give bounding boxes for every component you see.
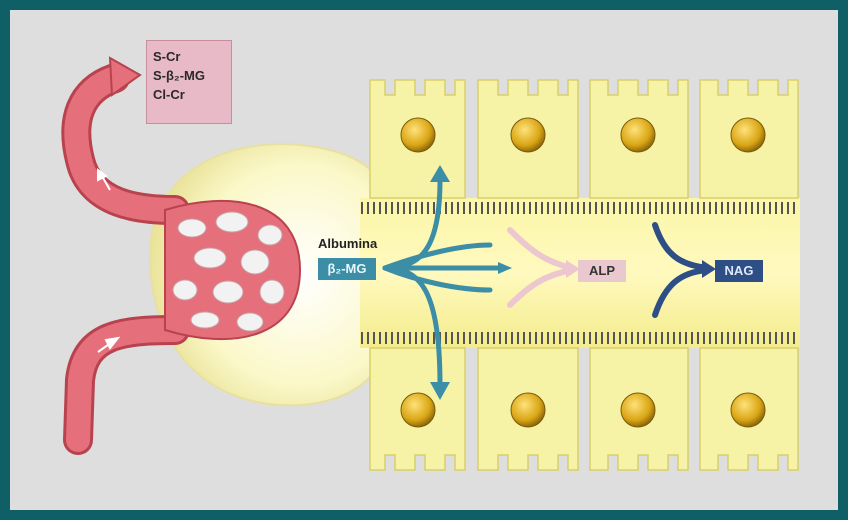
alp-label: ALP — [578, 260, 626, 282]
serum-markers-box: S-Cr S-β₂-MG Cl-Cr — [146, 40, 232, 124]
albumin-label: Albumina — [318, 236, 377, 251]
serum-label-cl-cr: Cl-Cr — [153, 85, 225, 104]
nag-label: NAG — [715, 260, 763, 282]
serum-label-s-b2mg: S-β₂-MG — [153, 66, 225, 85]
b2mg-label: β₂-MG — [318, 258, 376, 280]
glomerulus — [165, 201, 300, 339]
serum-label-s-cr: S-Cr — [153, 47, 225, 66]
